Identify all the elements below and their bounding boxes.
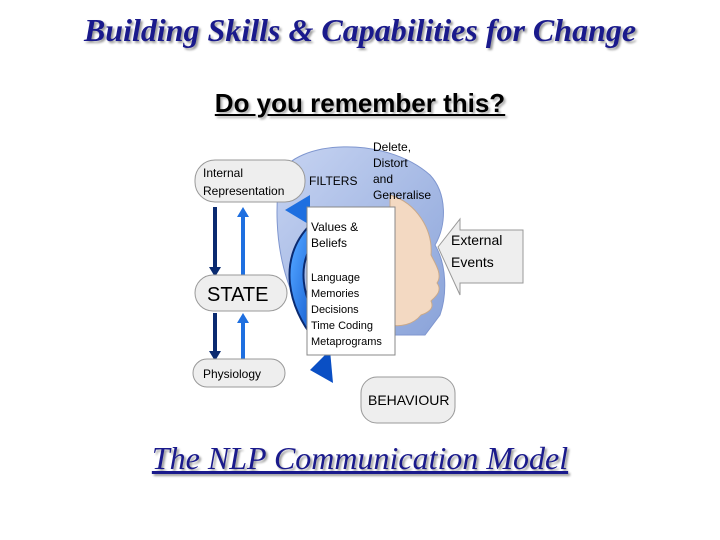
external-events-label-2: Events <box>451 254 494 270</box>
filter-list-item: Language <box>311 272 360 284</box>
internal-representation-label-1: Internal <box>203 166 243 180</box>
behaviour-label: BEHAVIOUR <box>368 392 449 408</box>
filter-action: and <box>373 172 393 186</box>
diagram-caption: The NLP Communication Model <box>151 440 569 476</box>
internal-representation-label-2: Representation <box>203 184 284 198</box>
filter-list-item: Metaprograms <box>311 336 382 348</box>
behaviour-box: BEHAVIOUR <box>360 376 456 424</box>
slide-subtitle: Do you remember this? <box>214 88 506 118</box>
filter-action: Distort <box>373 156 408 170</box>
values-beliefs-label-2: Beliefs <box>311 236 347 250</box>
filters-label: FILTERS <box>309 174 357 188</box>
filter-action: Delete, <box>373 140 411 154</box>
vertical-arrows <box>209 207 249 361</box>
filter-list-item: Time Coding <box>311 320 373 332</box>
external-events-label-1: External <box>451 232 502 248</box>
nlp-communication-diagram: Internal Representation FILTERS Delete, … <box>192 140 524 424</box>
filter-list-item: Memories <box>311 288 360 300</box>
filter-actions: Delete, Distort and Generalise <box>373 140 431 202</box>
external-events-arrow: External Events <box>437 217 524 296</box>
filter-list-item: Decisions <box>311 304 359 316</box>
filter-list-box: Values & Beliefs Language Memories Decis… <box>306 206 396 356</box>
values-beliefs-label-1: Values & <box>311 220 358 234</box>
physiology-box: Physiology <box>192 358 286 388</box>
slide-title: Building Skills & Capabilities for Chang… <box>83 12 637 48</box>
filter-action: Generalise <box>373 188 431 202</box>
state-box: STATE <box>194 274 288 312</box>
physiology-label: Physiology <box>203 367 261 381</box>
state-label: STATE <box>207 284 268 306</box>
internal-representation-box: Internal Representation <box>194 159 306 203</box>
